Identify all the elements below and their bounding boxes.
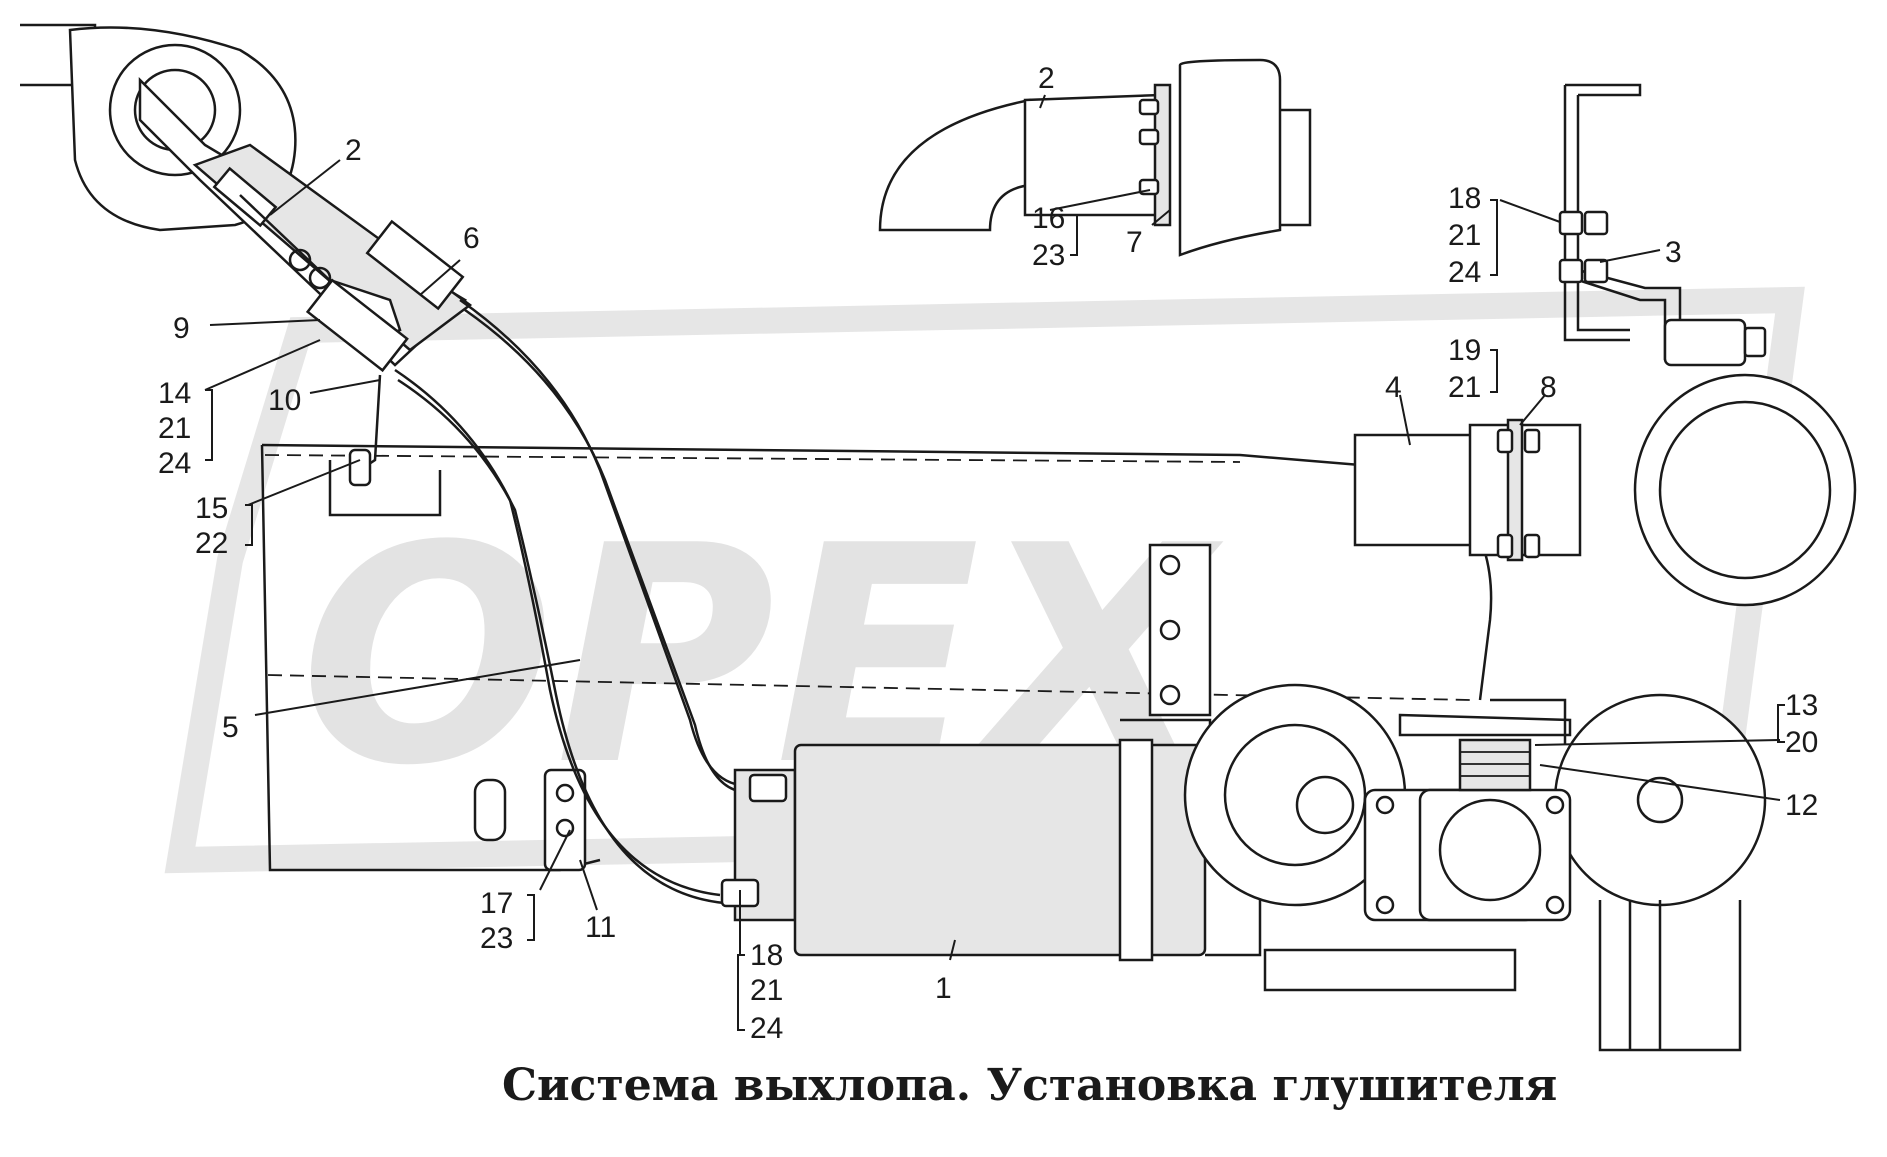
callout-23-b: 23: [1032, 239, 1065, 272]
leader-lines: [204, 94, 1785, 1031]
callout-14: 14: [158, 377, 191, 410]
callout-23-a: 23: [480, 922, 513, 955]
callout-6: 6: [463, 222, 480, 255]
muffler: [720, 543, 1262, 962]
callout-18-b: 18: [750, 939, 783, 972]
callout-15: 15: [195, 492, 228, 525]
callout-21-c: 21: [750, 974, 783, 1007]
muffler-strap: [1118, 738, 1154, 962]
callout-22: 22: [195, 527, 228, 560]
callout-19: 19: [1448, 334, 1481, 367]
callout-2-main: 2: [345, 134, 362, 167]
exhaust-pipe-right: [1353, 373, 1857, 607]
exhaust-downpipe: [138, 76, 473, 373]
rear-wheels: [1183, 683, 1767, 1052]
callout-21-a: 21: [158, 412, 191, 445]
callout-17: 17: [480, 887, 513, 920]
hanger-bracket: [1558, 83, 1767, 367]
callout-3: 3: [1665, 236, 1682, 269]
control-cables: [348, 298, 760, 905]
callout-24-a: 24: [158, 447, 191, 480]
callout-4: 4: [1385, 371, 1402, 404]
callout-12: 12: [1785, 789, 1818, 822]
callout-8: 8: [1540, 371, 1557, 404]
callout-13: 13: [1785, 689, 1818, 722]
callout-24-b: 24: [1448, 256, 1481, 289]
callout-7: 7: [1126, 226, 1143, 259]
callout-21-d: 21: [1448, 371, 1481, 404]
callout-20: 20: [1785, 726, 1818, 759]
callouts: 2 6 9 10 14 21 24 15 22 5 17 23 11 1 18 …: [158, 62, 1818, 1045]
callout-5: 5: [222, 711, 239, 744]
callout-10: 10: [268, 384, 301, 417]
callout-11: 11: [585, 911, 616, 944]
callout-16: 16: [1032, 202, 1065, 235]
outlet-flange: [1363, 713, 1572, 922]
callout-9: 9: [173, 312, 190, 345]
callout-1: 1: [935, 972, 952, 1005]
inset-elbow: [878, 58, 1312, 257]
flange-spring-clamp: [1458, 738, 1532, 792]
diagram-title: Система выхлопа. Установка глушителя: [502, 1060, 1557, 1111]
callout-24-c: 24: [750, 1012, 783, 1045]
callout-21-b: 21: [1448, 219, 1481, 252]
callout-2-inset: 2: [1038, 62, 1055, 95]
callout-18-a: 18: [1448, 182, 1481, 215]
